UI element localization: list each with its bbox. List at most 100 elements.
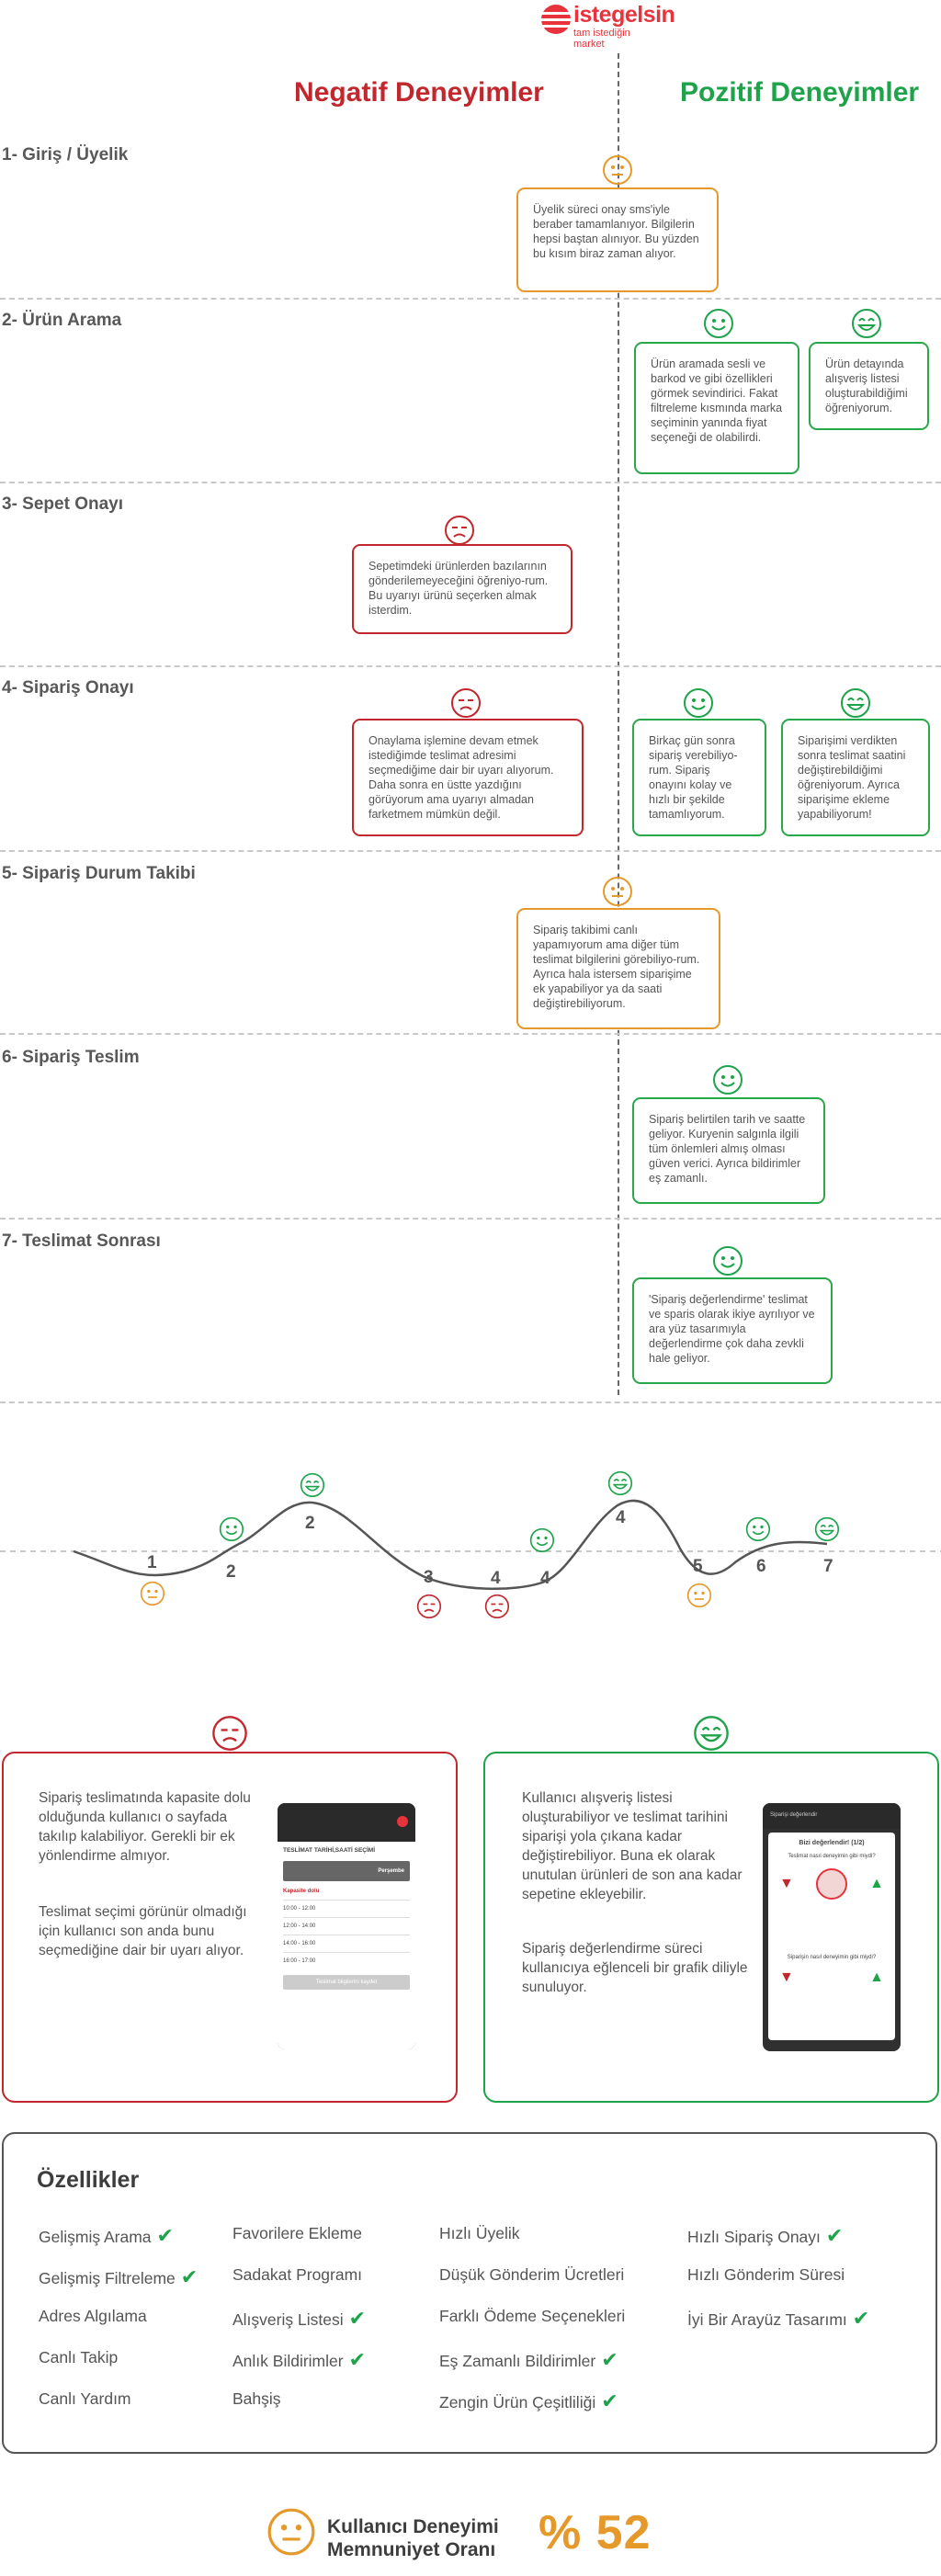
- stage-divider: [0, 1218, 941, 1220]
- check-icon: ✔: [601, 2348, 618, 2371]
- feature-label: İyi Bir Arayüz Tasarımı: [687, 2310, 847, 2329]
- time-slot[interactable]: 10:00 - 12:00: [283, 1900, 410, 1917]
- feature-item: Hızlı Üyelik: [439, 2224, 520, 2243]
- journey-label: 7: [823, 1557, 833, 1576]
- stage-title-delivery: 6- Sipariş Teslim: [2, 1048, 140, 1067]
- check-icon: ✔: [156, 2224, 174, 2247]
- journey-label: 1: [147, 1553, 157, 1572]
- experience-card-after-delivery: 'Sipariş değerlendirme' teslimat ve spar…: [632, 1277, 833, 1384]
- feature-item: Hızlı Gönderim Süresi: [687, 2265, 845, 2285]
- satisfaction-label-line2: Memnuniyet Oranı: [327, 2539, 496, 2560]
- sad-face-icon: [451, 688, 481, 718]
- brand-name: istegelsin: [573, 2, 675, 28]
- positive-summary-text-2: Sipariş değerlendirme süreci kullanıcıya…: [522, 1941, 748, 1995]
- happy-face-icon: [219, 1516, 244, 1542]
- stage-divider: [0, 1033, 941, 1035]
- journey-label: 2: [305, 1514, 315, 1533]
- brand-logo: istegelsin tam istediğin market: [537, 0, 675, 50]
- check-icon: ✔: [601, 2389, 618, 2412]
- feature-item: Zengin Ürün Çeşitliliği ✔: [439, 2389, 618, 2413]
- feature-label: Canlı Yardım: [39, 2389, 131, 2408]
- feature-label: Anlık Bildirimler: [232, 2352, 344, 2370]
- feature-label: Adres Algılama: [39, 2307, 147, 2325]
- satisfaction-label-line1: Kullanıcı Deneyimi: [327, 2516, 499, 2537]
- brand-logo-icon: [541, 5, 571, 34]
- very-happy-face-icon: [852, 309, 881, 338]
- journey-label: 3: [424, 1568, 434, 1587]
- experience-card-shopping-list: Ürün detayında alışveriş listesi oluştur…: [809, 342, 929, 430]
- journey-label: 4: [540, 1569, 550, 1588]
- sad-face-icon: [212, 1716, 247, 1751]
- feature-item: Alışveriş Listesi✔: [232, 2307, 366, 2331]
- experience-card-tracking: Sipariş takibimi canlı yapamıyorum ama d…: [516, 908, 720, 1029]
- journey-label: 2: [226, 1562, 236, 1582]
- very-happy-face-icon: [694, 1716, 729, 1751]
- feature-label: Zengin Ürün Çeşitliliği: [439, 2393, 596, 2411]
- neutral-axis-line: [618, 53, 619, 1395]
- time-slot[interactable]: 12:00 - 14:00: [283, 1917, 410, 1935]
- experience-card-cart: Sepetimdeki ürünlerden bazılarının gönde…: [352, 544, 573, 634]
- thumbs-up-icon[interactable]: ▲: [869, 1876, 884, 1891]
- very-happy-face-icon: [300, 1472, 325, 1498]
- feature-label: Farklı Ödeme Seçenekleri: [439, 2307, 626, 2325]
- delivery-question: Teslimat nasıl deneyimin gibi miydi?: [788, 1854, 876, 1859]
- brand-tagline: tam istediğin market: [573, 28, 630, 50]
- save-delivery-button[interactable]: Teslimat bilgilerini kaydet: [283, 1975, 410, 1990]
- delivery-time-phone-screenshot: TESLİMAT TARİHİ,SAATİ SEÇİMİ Perşembe Ka…: [278, 1803, 415, 2049]
- feature-label: Gelişmiş Filtreleme: [39, 2269, 176, 2287]
- feature-label: Düşük Gönderim Ücretleri: [439, 2265, 625, 2284]
- feature-item: Farklı Ödeme Seçenekleri: [439, 2307, 625, 2326]
- feature-label: Hızlı Sipariş Onayı: [687, 2228, 821, 2246]
- check-icon: ✔: [825, 2224, 844, 2247]
- check-icon: ✔: [852, 2307, 870, 2330]
- time-slot[interactable]: 16:00 - 17:00: [283, 1952, 410, 1969]
- thumbs-up-icon[interactable]: ▲: [869, 1969, 884, 1985]
- journey-label: 4: [491, 1569, 501, 1588]
- feature-item: Anlık Bildirimler✔: [232, 2348, 366, 2372]
- feature-label: Hızlı Gönderim Süresi: [687, 2265, 845, 2284]
- phone-header: TESLİMAT TARİHİ,SAATİ SEÇİMİ: [283, 1847, 376, 1854]
- feature-item: Gelişmiş Filtreleme✔: [39, 2265, 198, 2289]
- neutral-face-icon: [603, 877, 632, 906]
- negative-column-title: Negatif Deneyimler: [294, 77, 544, 108]
- stage-divider: [0, 482, 941, 483]
- thumbs-down-icon[interactable]: ▼: [779, 1969, 794, 1985]
- sad-face-icon: [416, 1594, 442, 1619]
- positive-summary-text-1: Kullanıcı alışveriş listesi oluşturabili…: [522, 1790, 743, 1902]
- feature-label: Canlı Takip: [39, 2348, 119, 2366]
- check-icon: ✔: [180, 2265, 198, 2288]
- day-tabs[interactable]: Perşembe: [283, 1861, 410, 1881]
- features-title: Özellikler: [37, 2167, 140, 2193]
- stage-title-search: 2- Ürün Arama: [2, 311, 122, 330]
- stage-title-after-delivery: 7- Teslimat Sonrası: [2, 1231, 161, 1251]
- close-icon[interactable]: [397, 1816, 408, 1827]
- feature-item: İyi Bir Arayüz Tasarımı ✔: [687, 2307, 869, 2331]
- rating-title: Bizi değerlendir! (1/2): [799, 1840, 865, 1846]
- feature-item: Eş Zamanlı Bildirimler ✔: [439, 2348, 618, 2372]
- feature-item: Hızlı Sipariş Onayı✔: [687, 2224, 843, 2248]
- experience-card-delivery: Sipariş belirtilen tarih ve saatte geliy…: [632, 1097, 825, 1204]
- feature-item: Canlı Yardım: [39, 2389, 131, 2409]
- time-slot[interactable]: 14:00 - 16:00: [283, 1935, 410, 1952]
- feature-label: Eş Zamanlı Bildirimler: [439, 2352, 596, 2370]
- happy-face-icon: [745, 1516, 771, 1542]
- satisfaction-label: Kullanıcı Deneyimi Memnuniyet Oranı: [327, 2515, 499, 2561]
- feature-item: Bahşiş: [232, 2389, 281, 2409]
- neutral-face-icon: [140, 1581, 165, 1606]
- phone-status-bar: [278, 1803, 415, 1842]
- stage-divider: [0, 665, 941, 667]
- feature-item: Canlı Takip: [39, 2348, 118, 2367]
- neutral-face-icon: [267, 2508, 315, 2556]
- check-icon: ✔: [348, 2307, 367, 2330]
- thumbs-down-icon[interactable]: ▼: [779, 1876, 794, 1891]
- happy-face-icon: [713, 1246, 743, 1276]
- happy-face-icon: [713, 1065, 743, 1095]
- feature-item: Sadakat Programı: [232, 2265, 362, 2285]
- feature-label: Gelişmiş Arama: [39, 2228, 152, 2246]
- happy-face-icon: [704, 309, 733, 338]
- positive-column-title: Pozitif Deneyimler: [680, 77, 920, 108]
- very-happy-face-icon: [607, 1470, 633, 1496]
- tab-selected-day[interactable]: Perşembe: [378, 1868, 404, 1874]
- stage-divider: [0, 298, 941, 300]
- feature-item: Düşük Gönderim Ücretleri: [439, 2265, 624, 2285]
